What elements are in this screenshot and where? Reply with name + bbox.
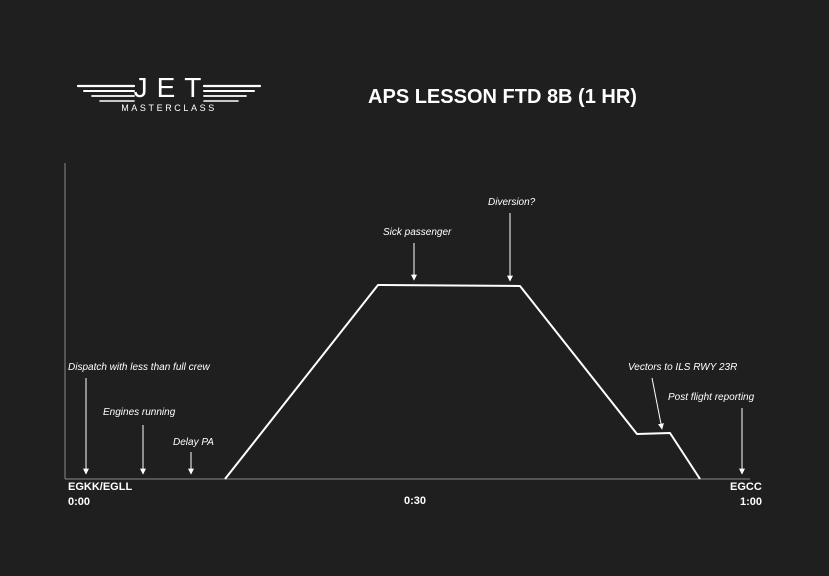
logo-tagline: MASTERCLASS bbox=[121, 103, 217, 113]
logo-brand: JET bbox=[133, 72, 211, 103]
time-mid-label: 0:30 bbox=[404, 495, 427, 507]
delay-label: Delay PA bbox=[173, 437, 214, 448]
destination-label: EGCC bbox=[730, 481, 762, 493]
engines-label: Engines running bbox=[103, 407, 176, 418]
vectors-label: Vectors to ILS RWY 23R bbox=[628, 362, 738, 373]
flight-profile-line bbox=[224, 284, 701, 480]
logo-wings-icon bbox=[76, 84, 262, 102]
page-title: APS LESSON FTD 8B (1 HR) bbox=[368, 86, 637, 108]
dispatch-label: Dispatch with less than full crew bbox=[68, 362, 210, 373]
origin-label: EGKK/EGLL bbox=[68, 481, 133, 493]
diversion-label: Diversion? bbox=[488, 197, 536, 208]
vectors-arrow bbox=[651, 377, 664, 430]
time-start-label: 0:00 bbox=[68, 496, 91, 508]
post-flight-label: Post flight reporting bbox=[668, 392, 755, 403]
time-end-label: 1:00 bbox=[740, 496, 763, 508]
jet-masterclass-logo: JET MASTERCLASS bbox=[74, 74, 264, 118]
sick-passenger-label: Sick passenger bbox=[383, 227, 452, 238]
